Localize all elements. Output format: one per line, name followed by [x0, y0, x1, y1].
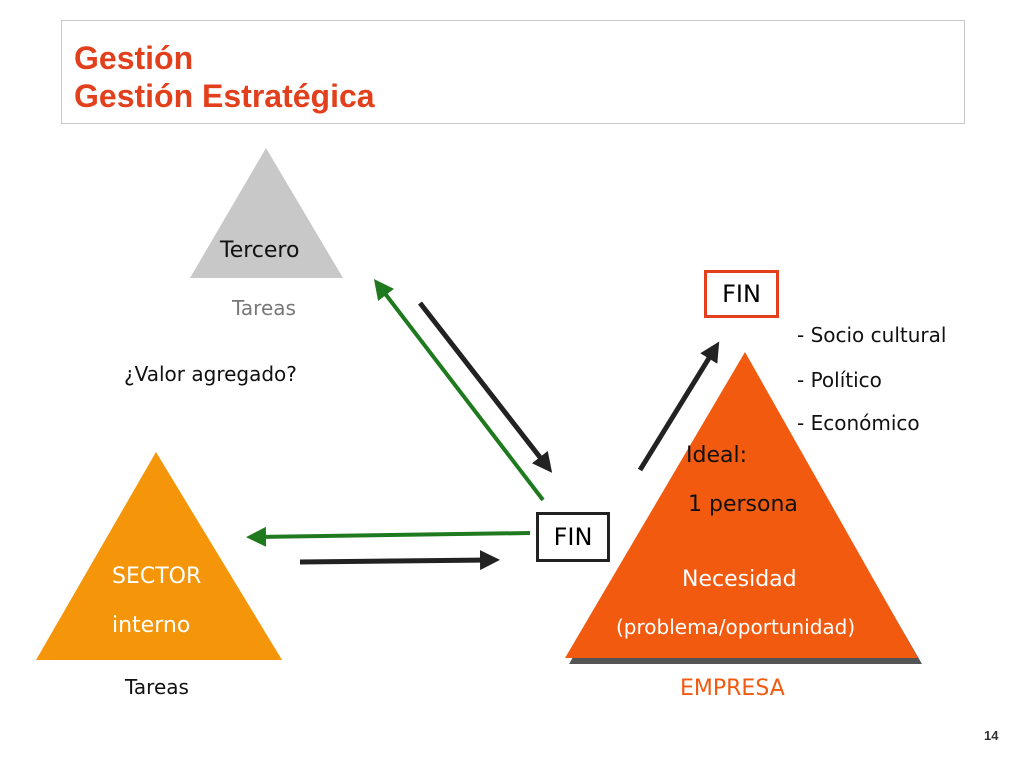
context-item-socio-cultural: - Socio cultural — [797, 323, 947, 347]
fin-center-box: FIN — [536, 512, 610, 562]
fin-top-box: FIN — [704, 270, 779, 318]
ideal-value: 1 persona — [688, 492, 798, 517]
arrow-sector-to-fin — [299, 550, 500, 571]
context-item-politico: - Político — [797, 368, 882, 392]
arrow-fin-to-tercero — [373, 279, 545, 502]
sector-tareas: Tareas — [125, 675, 189, 699]
arrow-fin-to-sector — [246, 526, 531, 547]
sector-triangle — [36, 452, 282, 660]
page-number: 14 — [984, 728, 999, 743]
title-box: Gestión Gestión Estratégica — [61, 20, 965, 124]
tercero-tareas: Tareas — [232, 296, 296, 320]
arrow-empresa-to-fin — [637, 341, 720, 472]
context-item-economico: - Económico — [797, 411, 920, 435]
page-subtitle: Gestión Estratégica — [74, 78, 375, 114]
page-title: Gestión — [74, 40, 194, 76]
arrow-tercero-to-fin — [418, 301, 553, 473]
tercero-triangle — [190, 148, 343, 278]
tercero-label: Tercero — [220, 238, 300, 263]
valor-agregado-question: ¿Valor agregado? — [124, 362, 297, 386]
ideal-label: Ideal: — [686, 443, 747, 468]
problema-label: (problema/oportunidad) — [616, 615, 856, 639]
empresa-label: EMPRESA — [680, 676, 785, 701]
sector-label-line2: interno — [112, 613, 191, 638]
necesidad-label: Necesidad — [682, 567, 797, 592]
sector-label: SECTOR — [112, 564, 202, 589]
empresa-triangle — [565, 352, 918, 658]
